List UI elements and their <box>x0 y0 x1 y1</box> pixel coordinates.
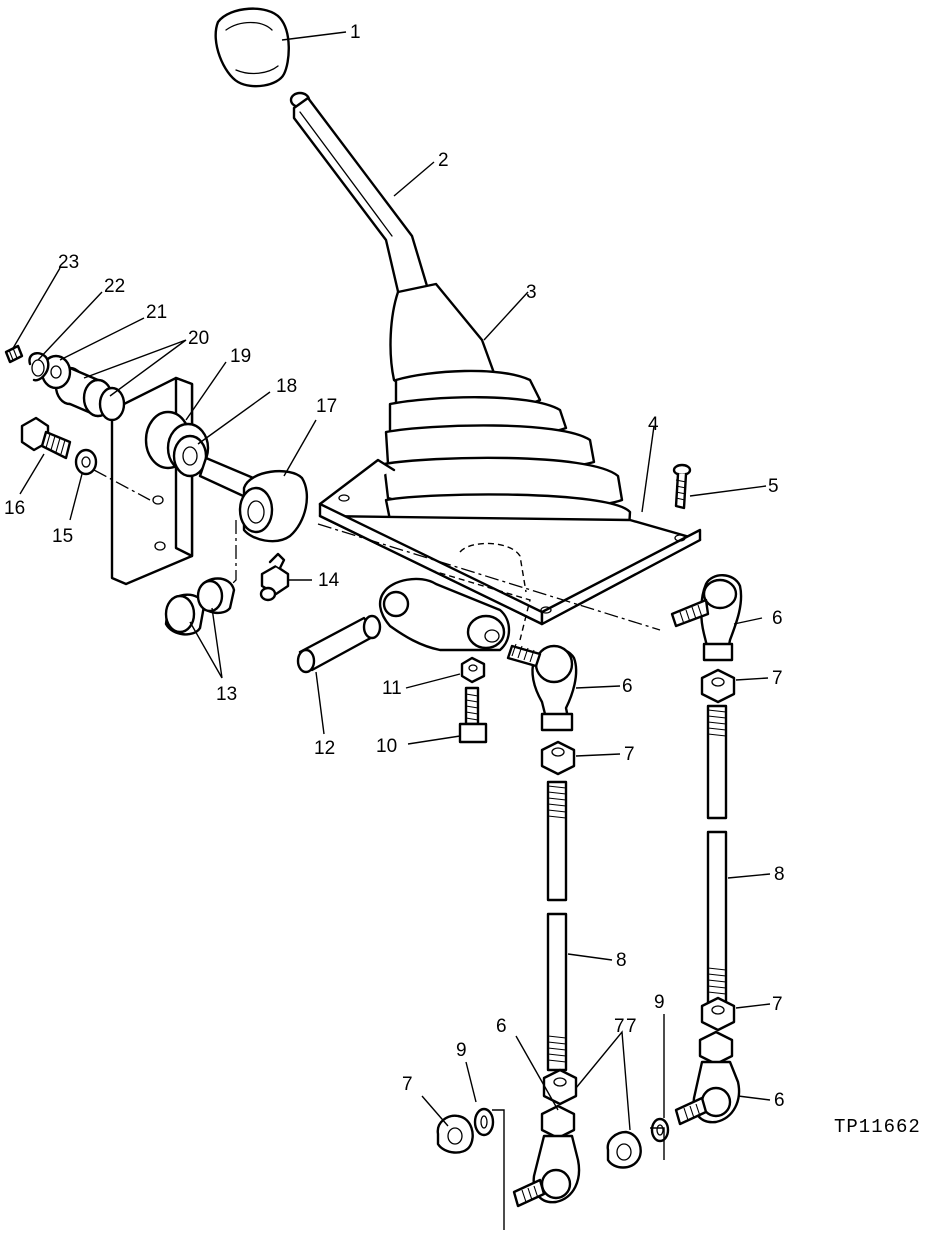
lock-washer-right <box>650 1117 670 1143</box>
lock-washer-15 <box>74 448 98 476</box>
nut-upper-right <box>700 668 736 704</box>
callout-labels: 1 2 3 4 5 6 6 6 6 7 7 7 7 7 7 8 8 9 9 10… <box>4 22 785 1111</box>
callout-2: 2 <box>438 150 449 171</box>
nut-upper-center <box>540 740 576 776</box>
screw <box>672 463 692 510</box>
shift-knob <box>214 7 311 109</box>
callout-6c: 6 <box>496 1016 507 1037</box>
pin-12 <box>296 614 382 674</box>
callout-19: 19 <box>230 346 251 367</box>
callout-7f: 7 <box>626 1016 637 1037</box>
callout-1: 1 <box>350 22 361 43</box>
grease-fitting-14 <box>259 552 290 602</box>
callout-16: 16 <box>4 498 25 519</box>
callout-8b: 8 <box>616 950 627 971</box>
callout-14: 14 <box>318 570 340 591</box>
callout-4: 4 <box>648 414 659 435</box>
callout-10: 10 <box>376 736 397 757</box>
rod-end-upper-center <box>506 643 578 732</box>
callout-11: 11 <box>382 678 402 699</box>
callout-5: 5 <box>768 476 779 497</box>
nut-loose-right <box>606 1130 642 1169</box>
pivot-housing <box>227 520 531 652</box>
leader-lines <box>11 31 771 1131</box>
lock-washer-left <box>473 1107 495 1137</box>
callout-12: 12 <box>314 738 335 759</box>
callout-9a: 9 <box>456 1040 467 1061</box>
callout-21: 21 <box>146 302 167 323</box>
rod-center <box>546 780 568 1072</box>
callout-6a: 6 <box>772 608 783 629</box>
shift-lever <box>292 96 432 302</box>
nut-lower-right <box>700 996 736 1032</box>
callout-7b: 7 <box>624 744 635 765</box>
rod-end-upper-right <box>670 574 743 662</box>
mounting-plate <box>317 458 702 631</box>
callout-3: 3 <box>526 282 537 303</box>
rod-right <box>706 704 728 1006</box>
nut-lower-center <box>542 1068 578 1106</box>
washer-18 <box>172 434 208 478</box>
callout-15: 15 <box>52 526 73 547</box>
callout-9b: 9 <box>654 992 665 1013</box>
bolt-10 <box>458 686 488 744</box>
set-screw-23 <box>4 344 24 364</box>
callout-6b: 6 <box>622 676 633 697</box>
callout-20: 20 <box>188 328 209 349</box>
callout-23: 23 <box>58 252 79 273</box>
bolt-16 <box>20 416 72 460</box>
callout-18: 18 <box>276 376 297 397</box>
callout-13: 13 <box>216 684 237 705</box>
figure-reference: TP11662 <box>834 1116 921 1138</box>
shaft-17 <box>198 456 309 543</box>
callout-7a: 7 <box>772 668 783 689</box>
rod-end-lower-right <box>674 1030 741 1126</box>
callout-7e: 7 <box>402 1074 413 1095</box>
callout-22: 22 <box>104 276 125 297</box>
nut-11 <box>460 656 486 684</box>
callout-8a: 8 <box>774 864 785 885</box>
callout-7c: 7 <box>772 994 783 1015</box>
callout-17: 17 <box>316 396 337 417</box>
callout-7d: 7 <box>614 1016 625 1037</box>
rod-end-lower-center <box>512 1104 581 1208</box>
callout-6d: 6 <box>774 1090 785 1111</box>
bushings-13 <box>164 577 236 636</box>
snap-ring-22 <box>28 352 50 382</box>
